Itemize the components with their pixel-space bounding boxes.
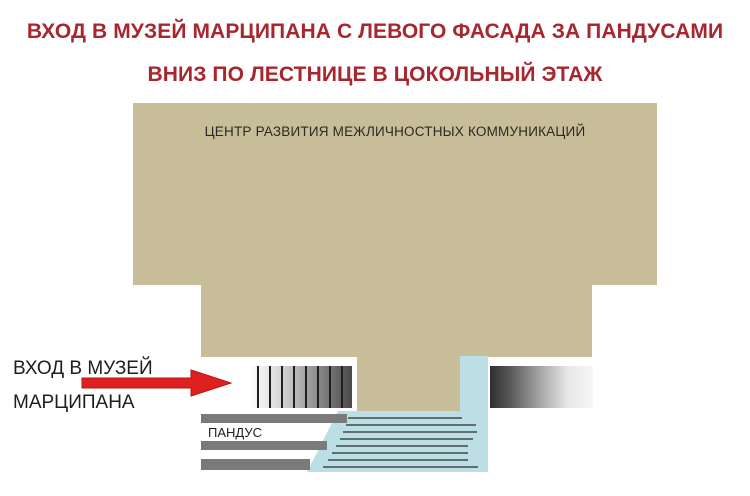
entrance-label-line-1: ВХОД В МУЗЕЙ: [13, 358, 153, 379]
entrance-porch: [357, 356, 460, 411]
entrance-label-line-2: МАРЦИПАНА: [13, 392, 135, 413]
building-main-block: [133, 103, 657, 285]
ramp-bar: [201, 441, 327, 450]
ramp-bar: [201, 459, 310, 470]
heading-line-2: ВНИЗ ПО ЛЕСТНИЦЕ В ЦОКОЛЬНЫЙ ЭТАЖ: [147, 63, 603, 86]
building-name: ЦЕНТР РАЗВИТИЯ МЕЖЛИЧНОСТНЫХ КОММУНИКАЦИ…: [204, 124, 586, 139]
stair-treads: [323, 417, 478, 468]
ramp-label: ПАНДУС: [208, 425, 262, 440]
ramp-bar: [201, 414, 347, 423]
building-lower-block: [201, 284, 592, 357]
heading-line-1: ВХОД В МУЗЕЙ МАРЦИПАНА С ЛЕВОГО ФАСАДА З…: [26, 20, 724, 43]
right-steps: [490, 366, 593, 408]
stairs-down: [249, 366, 352, 408]
